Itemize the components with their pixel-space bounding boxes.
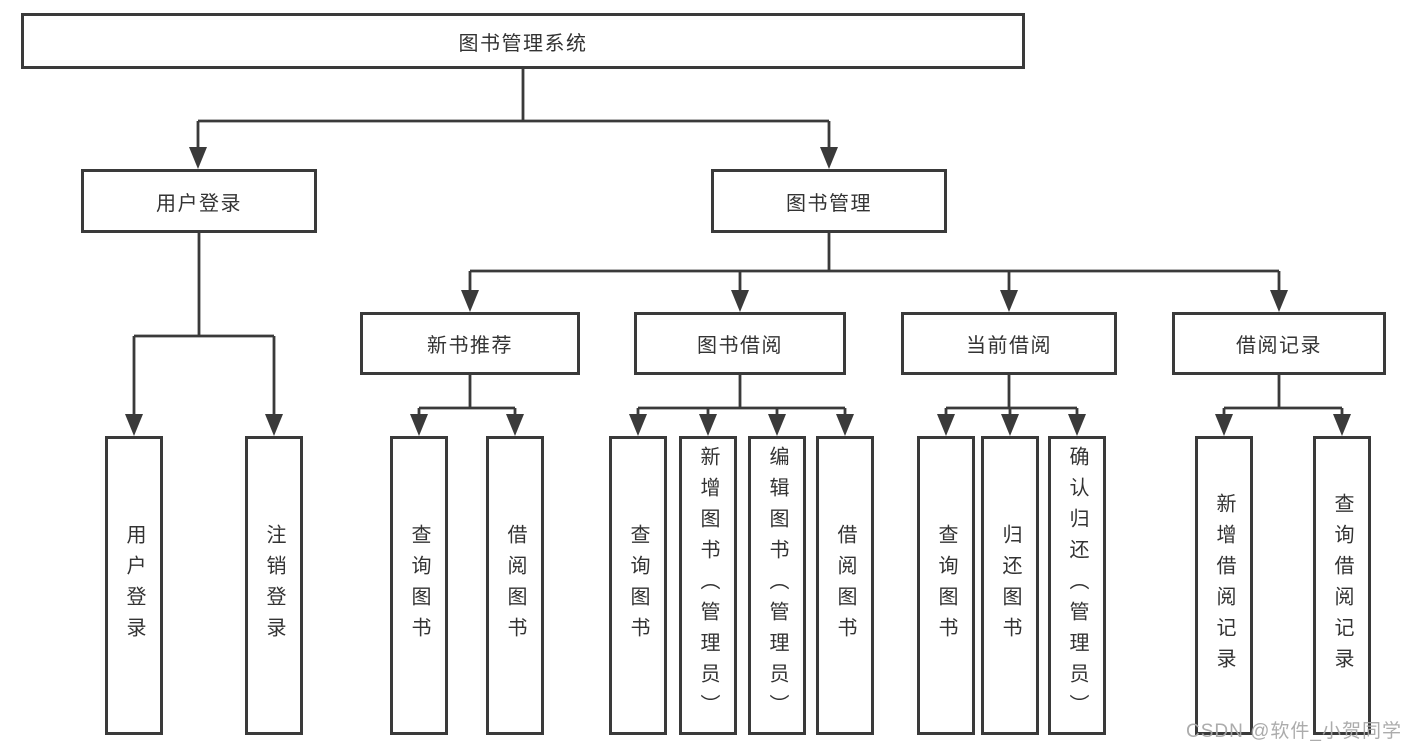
arrowhead <box>937 414 955 436</box>
node-root-library-system: 图书管理系统 <box>21 13 1025 69</box>
connector-records-to-leaves <box>1222 375 1344 418</box>
arrowhead <box>1068 414 1086 436</box>
arrowhead <box>820 147 838 169</box>
leaf-return-book: 归还图书 <box>981 436 1039 735</box>
arrowhead <box>265 414 283 436</box>
leaf-label: 新增借阅记录 <box>1213 492 1235 679</box>
leaf-query-books: 查询图书 <box>917 436 975 735</box>
leaf-label: 注销登录 <box>263 523 285 648</box>
arrowhead <box>768 414 786 436</box>
leaf-label: 查询图书 <box>408 523 430 648</box>
node-label: 借阅记录 <box>1236 335 1322 357</box>
leaf-query-books: 查询图书 <box>609 436 667 735</box>
leaf-label: 新增图书（管理员） <box>697 446 719 725</box>
leaf-label: 用户登录 <box>123 523 145 648</box>
leaf-add-book-admin: 新增图书（管理员） <box>679 436 737 735</box>
arrowhead <box>1215 414 1233 436</box>
connector-root-to-level2 <box>196 69 831 150</box>
node-user-login-branch: 用户登录 <box>81 169 317 233</box>
leaf-borrow-books: 借阅图书 <box>486 436 544 735</box>
connector-borrow-to-leaves <box>636 375 847 418</box>
node-label: 图书借阅 <box>697 335 783 357</box>
connector-recommend-to-leaves <box>417 375 517 418</box>
connector-current-to-leaves <box>944 375 1079 418</box>
node-label: 图书管理 <box>786 192 872 215</box>
leaf-edit-book-admin: 编辑图书（管理员） <box>748 436 806 735</box>
leaf-label: 归还图书 <box>999 523 1021 648</box>
leaf-query-borrow-record: 查询借阅记录 <box>1313 436 1371 735</box>
node-new-book-recommend: 新书推荐 <box>360 312 580 375</box>
arrowhead <box>836 414 854 436</box>
csdn-watermark: CSDN @软件_小贺同学 <box>1186 721 1402 742</box>
arrowhead <box>1000 290 1018 312</box>
node-book-management-branch: 图书管理 <box>711 169 947 233</box>
leaf-add-borrow-record: 新增借阅记录 <box>1195 436 1253 735</box>
node-label: 新书推荐 <box>427 335 513 357</box>
leaf-label: 借阅图书 <box>504 523 526 648</box>
arrowhead <box>125 414 143 436</box>
leaf-label: 查询图书 <box>627 523 649 648</box>
arrowhead <box>1270 290 1288 312</box>
arrowhead <box>1001 414 1019 436</box>
arrowhead <box>699 414 717 436</box>
leaf-label: 查询图书 <box>935 523 957 648</box>
arrowheads <box>125 147 1351 436</box>
node-current-borrow: 当前借阅 <box>901 312 1117 375</box>
node-borrow-records: 借阅记录 <box>1172 312 1386 375</box>
arrowhead <box>731 290 749 312</box>
node-label: 图书管理系统 <box>458 32 588 55</box>
node-label: 当前借阅 <box>966 335 1052 357</box>
leaf-borrow-books: 借阅图书 <box>816 436 874 735</box>
leaf-confirm-return-admin: 确认归还（管理员） <box>1048 436 1106 735</box>
leaf-query-books: 查询图书 <box>390 436 448 735</box>
arrowhead <box>506 414 524 436</box>
leaf-label: 查询借阅记录 <box>1331 492 1353 679</box>
node-label: 用户登录 <box>156 192 242 215</box>
arrowhead <box>461 290 479 312</box>
leaf-logout: 注销登录 <box>245 436 303 735</box>
leaf-label: 编辑图书（管理员） <box>766 446 788 725</box>
arrowhead <box>410 414 428 436</box>
arrowhead <box>629 414 647 436</box>
node-book-borrow: 图书借阅 <box>634 312 846 375</box>
leaf-user-login: 用户登录 <box>105 436 163 735</box>
leaf-label: 借阅图书 <box>834 523 856 648</box>
arrowhead <box>1333 414 1351 436</box>
arrowhead <box>189 147 207 169</box>
connector-mgmt-to-level3 <box>468 233 1281 293</box>
connector-login-to-leaves <box>132 233 276 417</box>
leaf-label: 确认归还（管理员） <box>1066 446 1088 725</box>
